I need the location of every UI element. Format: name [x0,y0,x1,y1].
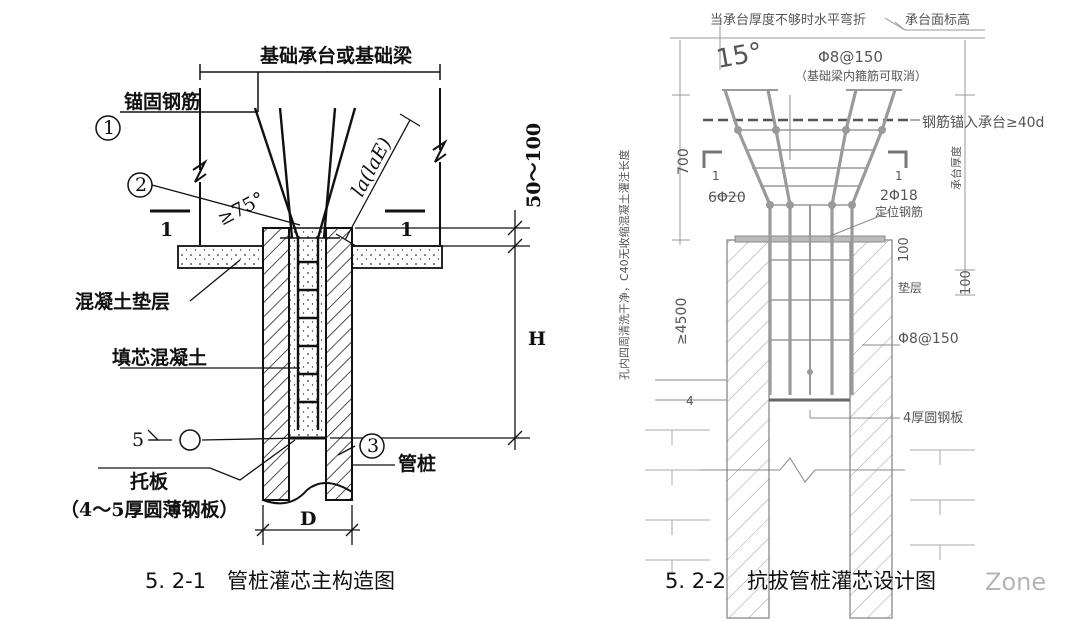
right-section-marks [702,150,908,168]
label-main-rebar: 6Φ20 [708,190,746,206]
label-plate: 托板 [130,470,169,493]
label-pos-note: 定位钢筋 [875,204,923,219]
left-anchor-dim [335,113,421,247]
left-vertical-dims [330,210,530,450]
right-pile [700,235,905,619]
dim-700: 700 [676,148,692,175]
label-stirrup-note: （基础梁内箍筋可取消） [795,68,927,83]
left-rebar-cage [253,107,357,430]
section-mark-left: 1 [160,219,173,241]
callout-3: 3 [367,435,379,457]
right-leaders [655,95,900,419]
label-cap-or-beam: 基础承台或基础梁 [259,44,413,67]
label-anchor-length: la(laE) [347,134,396,200]
right-top-lines [670,17,985,296]
left-d-dim [255,505,360,545]
label-bend-note: 当承台厚度不够时水平弯折 [710,12,866,28]
right-figure: 当承台厚度不够时水平弯折 承台面标高 15° Φ8@150 （基础梁内箍筋可取消… [617,12,1046,619]
label-weld: 5 [132,429,144,451]
dim-h: H [528,328,546,350]
caption-left: 5. 2-1 管桩灌芯主构造图 [145,569,395,593]
caption-right: 5. 2-2 抗拔管桩灌芯设计图 [665,569,936,593]
dim-d: D [300,508,316,530]
label-anchor-40d: 钢筋锚入承台≥40d [922,114,1044,131]
section-mark-right: 1 [400,219,413,241]
label-15deg: 15° [714,37,765,75]
left-figure: 基础承台或基础梁 锚固钢筋 1 2 3 ≥75° la(laE) 1 1 混凝土… [60,44,546,593]
right-rebar-nodes [734,126,886,375]
dim-50-100: 50～100 [523,123,545,208]
dim-100a: 100 [897,237,912,262]
right-soil-ticks [645,429,975,575]
label-stirrup-top: Φ8@150 [818,48,883,66]
label-infill: 填芯混凝土 [112,346,207,369]
label-pile: 管桩 [398,452,436,475]
callout-2: 2 [135,174,147,196]
label-pos-rebar: 2Φ18 [880,188,918,204]
label-anchor-rebar: 锚固钢筋 [124,90,200,113]
section-mark-right-1b: 1 [895,169,903,183]
label-top-elev: 承台面标高 [905,12,970,28]
label-cushion: 混凝土垫层 [75,290,170,313]
left-leaders [98,184,395,481]
left-cap-outline [120,64,448,245]
left-callouts [95,115,385,459]
label-stirrup-lower: Φ8@150 [898,331,959,347]
dim-4500: ≥4500 [674,298,690,345]
label-round-plate: 4厚圆钢板 [903,411,963,426]
watermark: Zone [985,568,1046,596]
label-side-note: 孔内四周清洗干净，C40无收缩混凝土灌注长度 [617,149,631,380]
label-plate-note: （4～5厚圆薄钢板） [60,498,238,521]
right-rebar-cage [722,89,902,395]
dim-4: 4 [686,394,694,408]
left-pile [262,227,353,505]
label-cushion-right: 垫层 [898,280,922,295]
left-cushion [177,245,443,269]
dim-100b: 100 [959,270,974,295]
label-angle: ≥75° [214,188,268,231]
callout-1: 1 [103,117,115,139]
label-cap-thickness: 承台厚度 [949,146,963,190]
section-mark-right-1a: 1 [712,169,720,183]
